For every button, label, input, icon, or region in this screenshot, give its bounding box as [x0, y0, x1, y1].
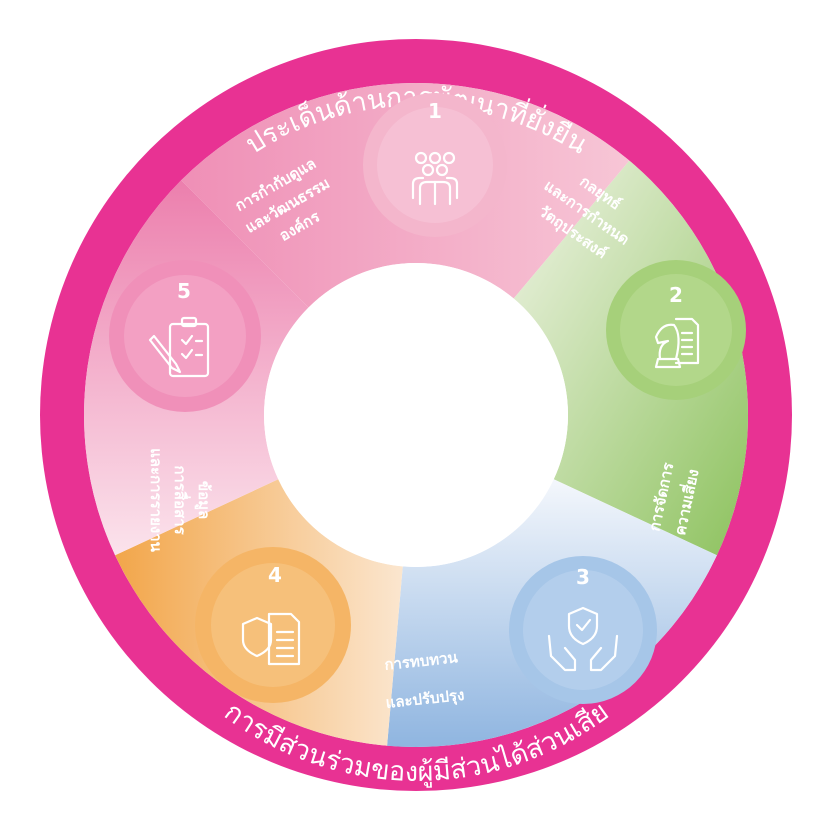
- step-5-label-line-3: และการรายงาน: [147, 448, 165, 552]
- step-4-label: การทบทวน และปรับปรุง: [384, 648, 466, 713]
- step-5: 5: [109, 260, 261, 412]
- step-1-inner-circle: [377, 107, 493, 223]
- step-4: 4: [195, 547, 351, 703]
- people-group-icon: [411, 151, 459, 206]
- step-3-number: 3: [576, 565, 590, 589]
- step-3: 3: [509, 556, 657, 704]
- step-1-number: 1: [428, 99, 442, 123]
- step-5-label-line-1: ข้อมูล: [194, 481, 213, 519]
- center-circle: [264, 263, 568, 567]
- step-1: 1: [363, 93, 507, 237]
- hands-shield-icon: [547, 606, 619, 672]
- shield-document-icon: [241, 612, 301, 666]
- step-2-number: 2: [669, 283, 683, 307]
- step-4-number: 4: [268, 563, 282, 587]
- clipboard-pen-icon: [148, 316, 210, 378]
- step-4-inner-circle: [211, 563, 335, 687]
- step-5-inner-circle: [124, 275, 246, 397]
- step-5-label: ข้อมูล การสื่อสาร และการรายงาน: [147, 448, 213, 552]
- step-5-number: 5: [177, 279, 191, 303]
- step-5-label-line-2: การสื่อสาร: [171, 465, 191, 535]
- step-2: 2: [606, 260, 746, 400]
- chess-knight-document-icon: [654, 317, 700, 369]
